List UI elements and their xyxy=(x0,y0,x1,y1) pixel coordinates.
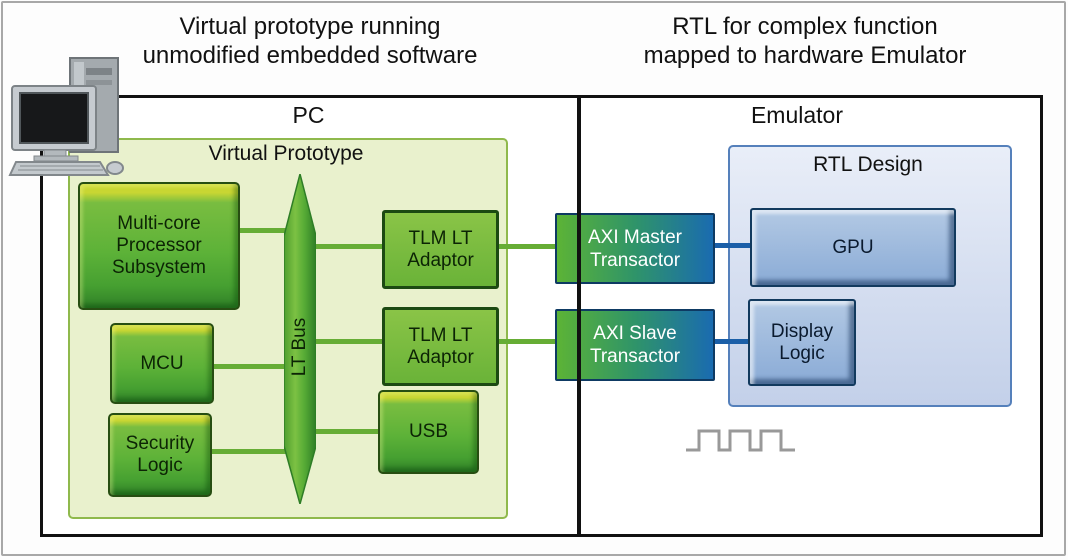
pc-section-label: PC xyxy=(292,102,325,128)
axi-slave-transactor-block: AXI Slave Transactor xyxy=(555,309,715,381)
security-logic-block: Security Logic xyxy=(108,413,212,497)
connector-bus-tlm1 xyxy=(308,244,384,249)
connector-axi-master-gpu xyxy=(708,243,754,248)
connector-axi-slave-display xyxy=(708,339,752,344)
display-logic-block: Display Logic xyxy=(748,299,856,386)
connector-multicore-bus xyxy=(234,228,292,233)
gpu-block: GPU xyxy=(750,208,956,287)
desktop-computer-icon xyxy=(8,57,124,176)
pc-emulator-divider xyxy=(577,95,581,537)
usb-block: USB xyxy=(378,390,479,474)
connector-tlm2-axi-slave xyxy=(491,339,557,344)
lt-bus-label: LT Bus xyxy=(289,317,310,377)
multicore-processor-block: Multi-core Processor Subsystem xyxy=(78,182,240,310)
connector-bus-tlm2 xyxy=(308,339,384,344)
connector-tlm1-axi-master xyxy=(491,244,557,249)
connector-security-bus xyxy=(206,449,292,454)
caption-right-line1: RTL for complex function xyxy=(672,13,938,40)
rtl-design-title: RTL Design xyxy=(813,153,923,176)
virtual-prototype-title: Virtual Prototype xyxy=(208,142,364,165)
caption-virtual-prototype: Virtual prototype running unmodified emb… xyxy=(95,12,525,70)
lt-bus-shape xyxy=(284,174,316,504)
axi-master-transactor-block: AXI Master Transactor xyxy=(555,213,715,284)
emulator-section-label: Emulator xyxy=(750,102,844,128)
tlm-lt-adaptor-bottom-block: TLM LT Adaptor xyxy=(382,307,499,386)
connector-mcu-bus xyxy=(208,364,292,369)
connector-bus-usb xyxy=(308,429,380,434)
caption-left-line2: unmodified embedded software xyxy=(142,42,478,69)
caption-right-line2: mapped to hardware Emulator xyxy=(643,42,967,69)
mcu-block: MCU xyxy=(110,323,214,404)
caption-rtl-emulator: RTL for complex function mapped to hardw… xyxy=(590,12,1020,70)
caption-left-line1: Virtual prototype running xyxy=(179,13,441,40)
tlm-lt-adaptor-top-block: TLM LT Adaptor xyxy=(382,210,499,289)
clock-waveform-icon xyxy=(686,429,795,452)
